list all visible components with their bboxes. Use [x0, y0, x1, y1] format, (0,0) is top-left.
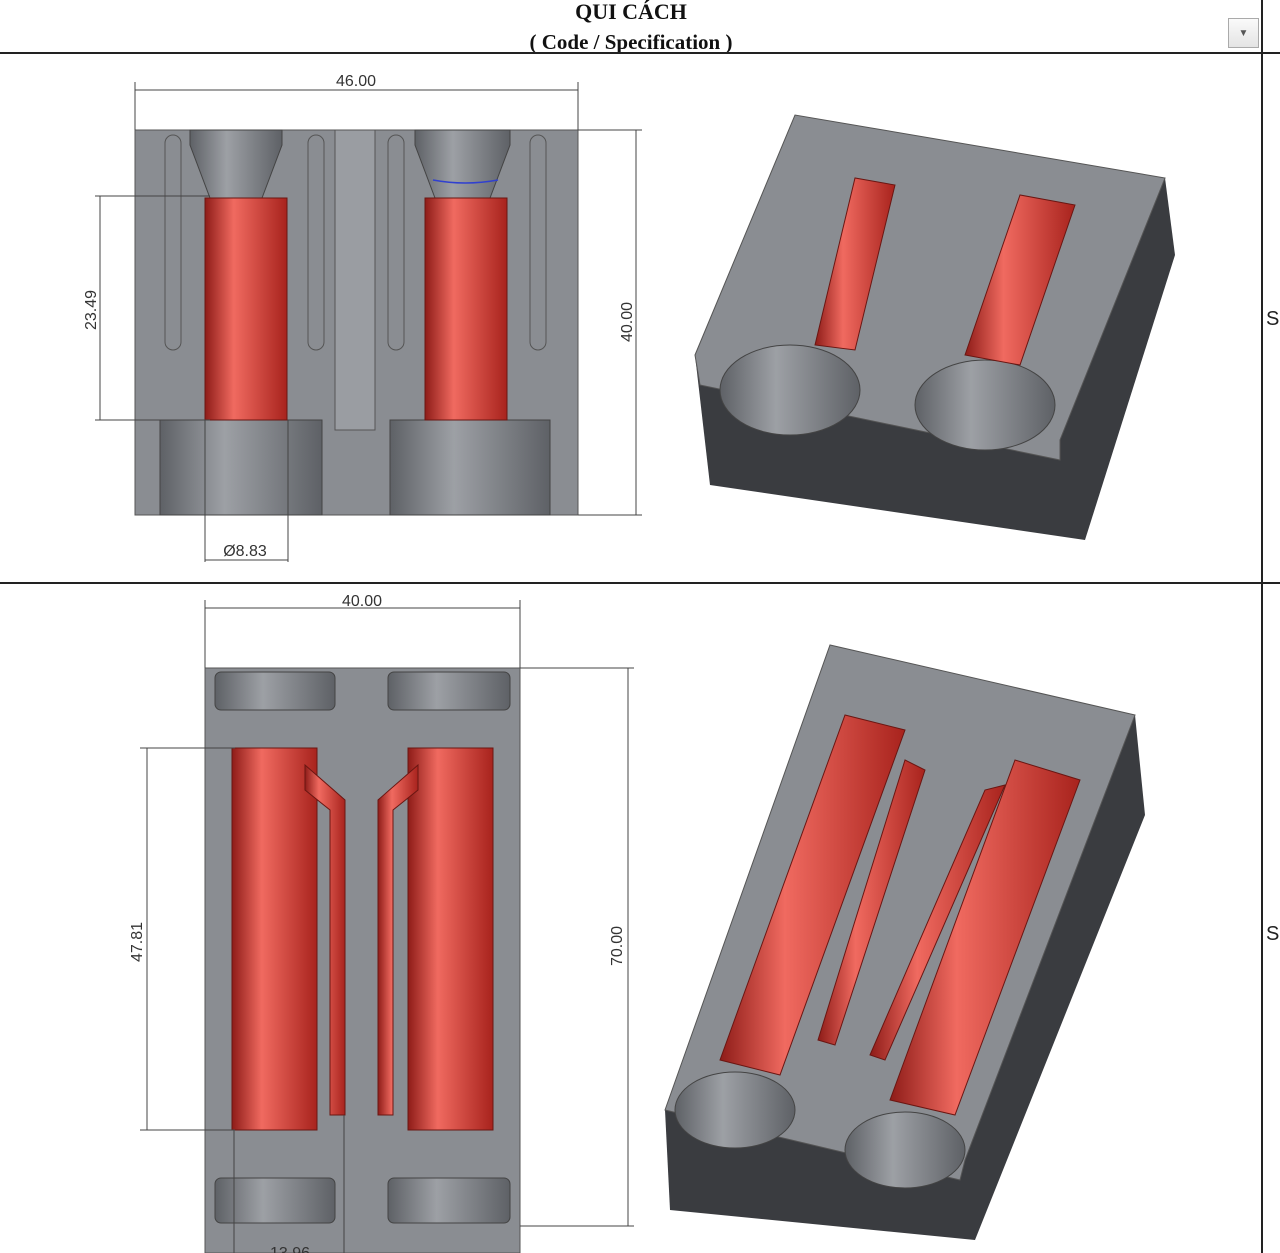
side-cell-text: S: [1266, 308, 1280, 330]
header-subtitle: ( Code / Specification ): [529, 30, 733, 54]
dimension-height: 40.00: [619, 302, 636, 342]
dimension-width: 46.00: [336, 73, 376, 90]
side-cell-text: S: [1266, 923, 1280, 945]
dimension-width: 40.00: [342, 593, 382, 610]
chevron-down-icon: ▼: [1238, 27, 1249, 39]
isometric-view-small-mold: [694, 114, 1175, 540]
header-title: QUI CÁCH: [575, 0, 687, 24]
dimension-bottom: 13.96: [270, 1245, 310, 1253]
isometric-view-long-mold: [664, 644, 1145, 1240]
dimension-lines: [140, 600, 634, 1253]
row-divider: [0, 52, 1280, 54]
dimension-inner-length: 47.81: [129, 922, 146, 962]
column-header: QUI CÁCH ( Code / Specification ): [0, 0, 1262, 54]
row-divider: [0, 582, 1280, 584]
dimension-inner-length: 23.49: [83, 290, 100, 330]
dimension-height: 70.00: [609, 926, 626, 966]
front-view-long-mold: [204, 667, 521, 1253]
front-view-small-mold: [134, 129, 579, 516]
dimension-lines: [95, 82, 642, 562]
column-divider: [1261, 0, 1263, 1253]
dimension-diameter: Ø8.83: [223, 543, 267, 560]
filter-dropdown-button[interactable]: ▼: [1228, 18, 1259, 48]
